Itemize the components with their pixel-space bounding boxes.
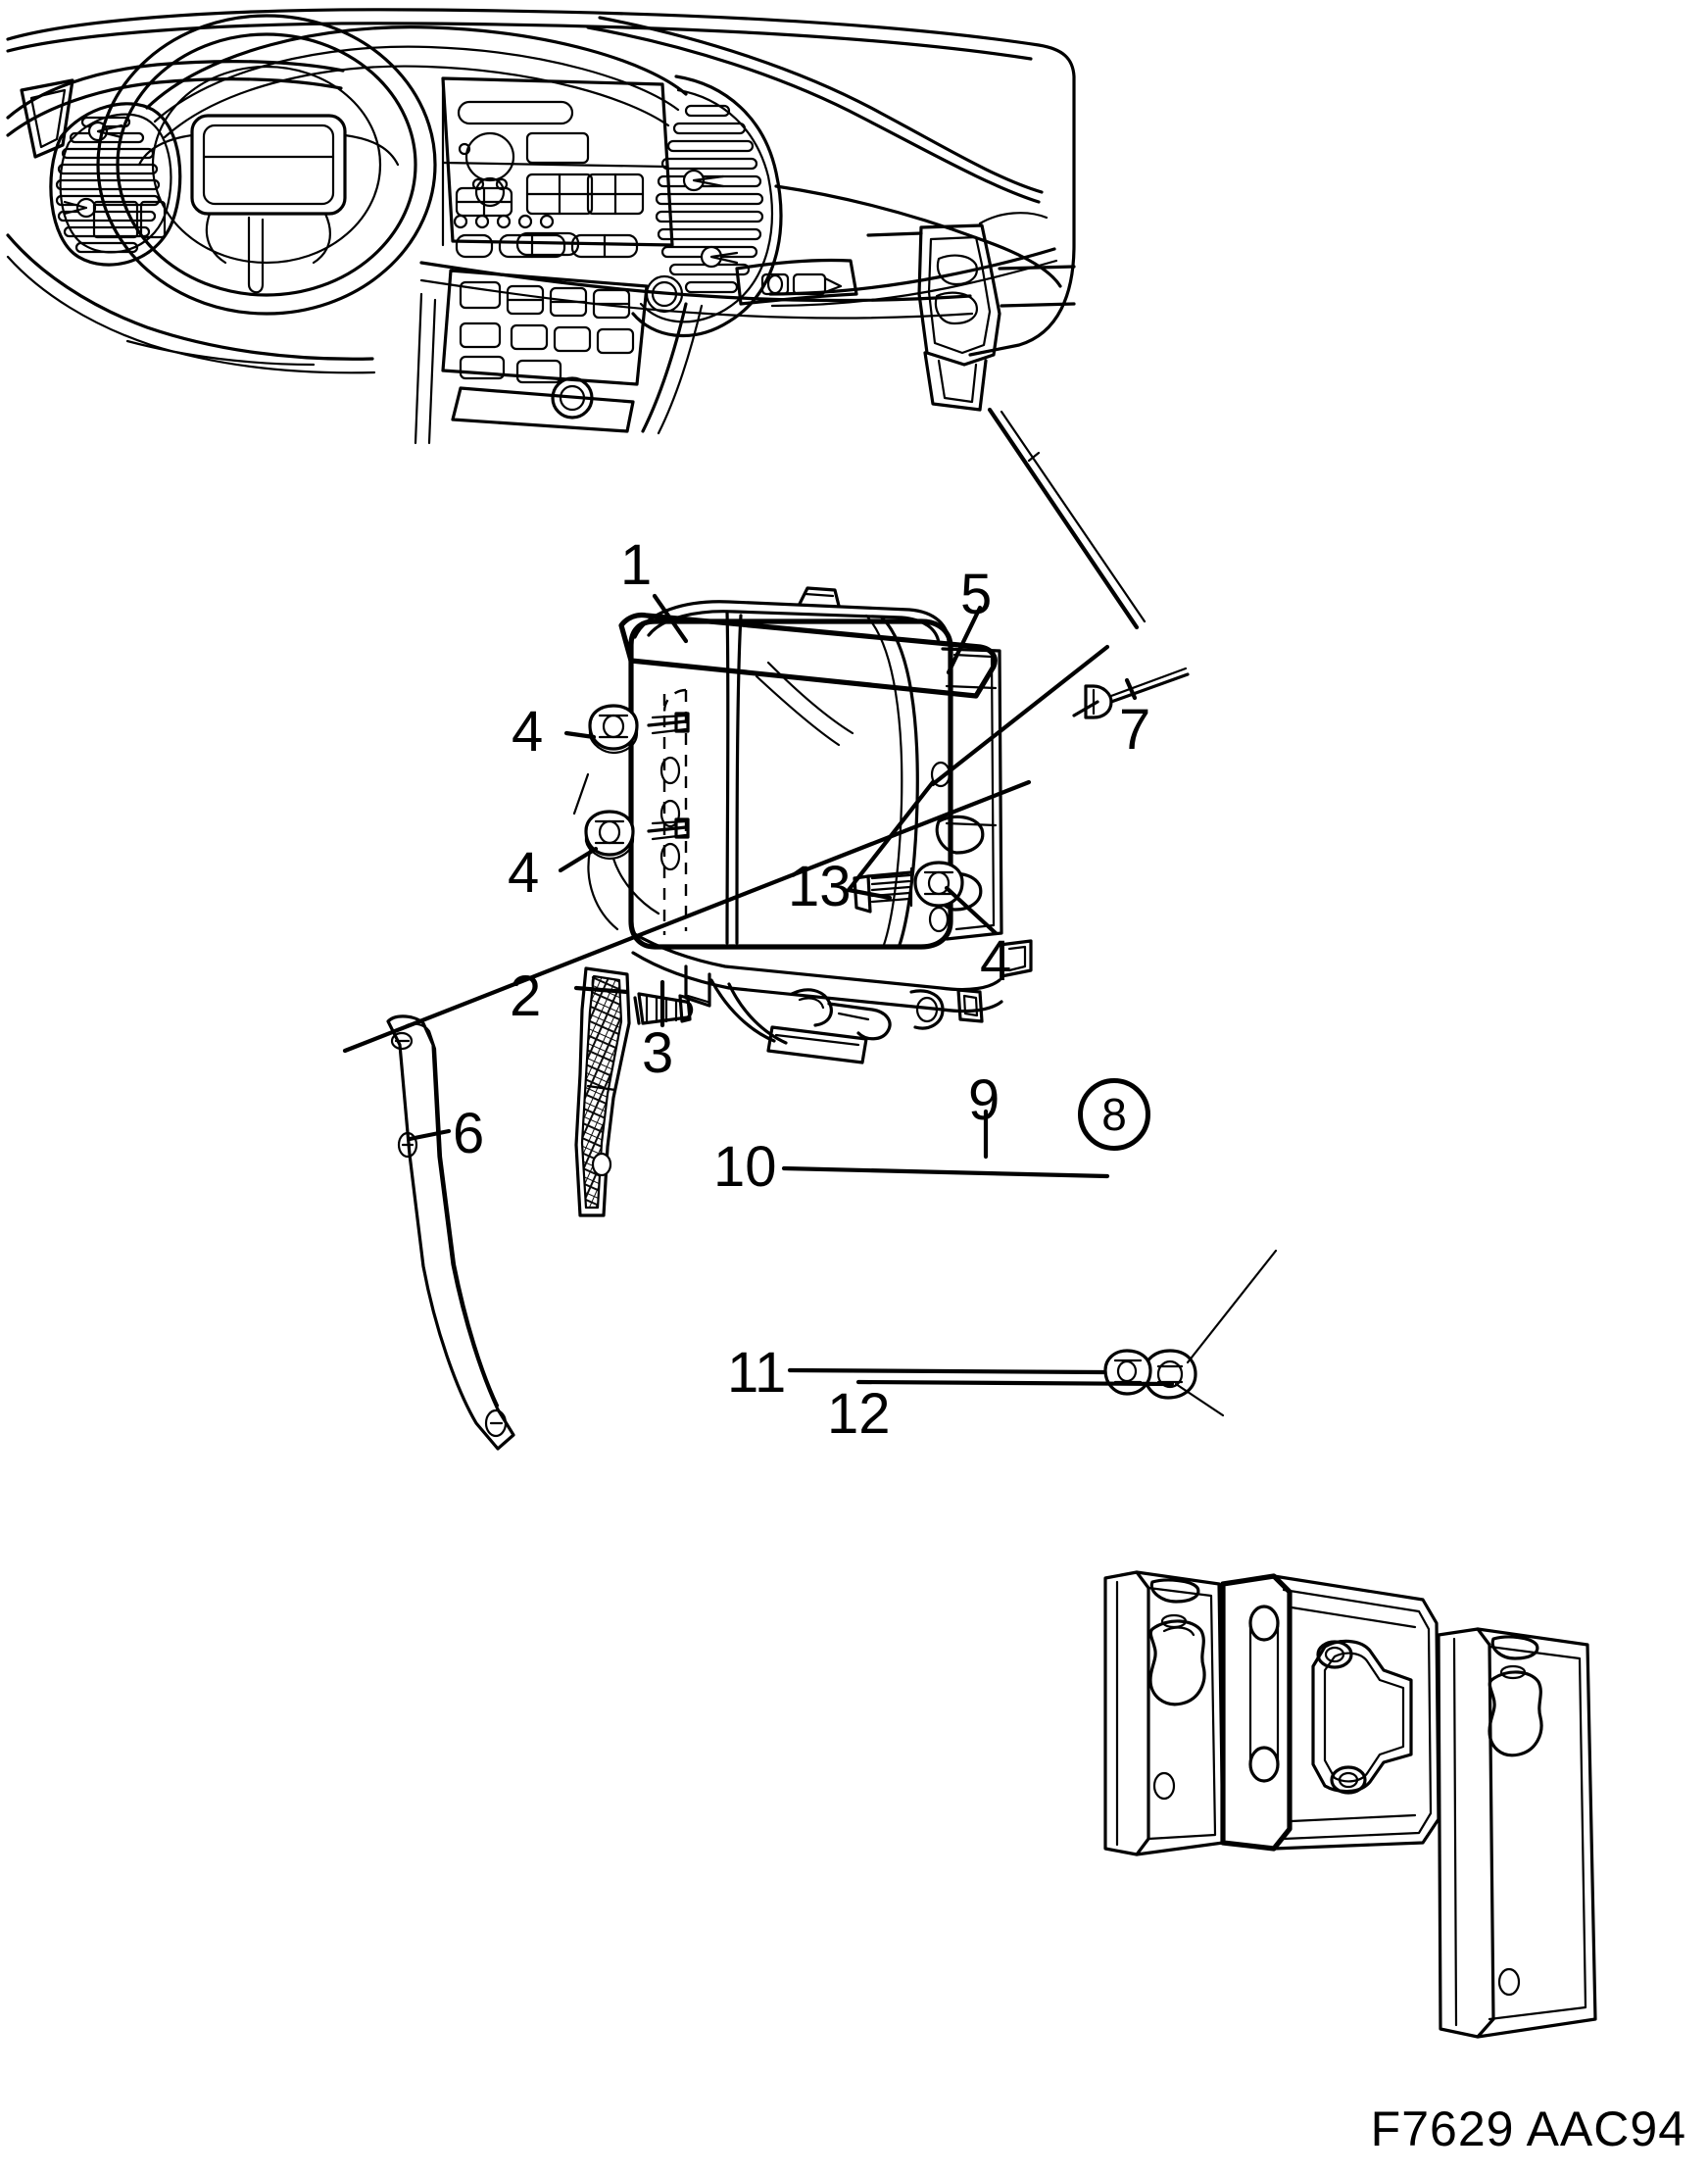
callout-leaders (407, 593, 1175, 1387)
leader-4a (563, 730, 597, 740)
leader-6 (407, 1128, 452, 1142)
callout-4-upper: 4 (512, 700, 544, 764)
right-rail-bracket (1437, 1627, 1597, 2039)
flange-nut-right (913, 861, 964, 908)
nut-and-washer (1103, 1249, 1278, 1417)
glovebox-bracket-stub (917, 223, 1001, 412)
callout-11: 11 (727, 1341, 787, 1405)
lower-switch-panel (441, 269, 649, 386)
leader-10 (781, 1165, 1110, 1179)
leader-4b (558, 846, 599, 873)
support-strut-6 (386, 1014, 515, 1451)
leader-12 (855, 1379, 1175, 1387)
leader-4c (944, 885, 999, 936)
steering-wheel (96, 14, 437, 316)
callout-4-right: 4 (980, 929, 1012, 993)
center-console-stack (441, 76, 674, 259)
left-rail-bracket (1103, 1570, 1225, 1856)
callout-13: 13 (788, 855, 852, 918)
callout-6: 6 (453, 1102, 485, 1165)
leader-2 (573, 985, 630, 995)
guide-pin-rod (1072, 667, 1190, 719)
callout-2: 2 (510, 964, 542, 1028)
clamp-strap (574, 966, 631, 1217)
figure-code: F7629 AAC94 (1370, 2101, 1686, 2156)
leader-13 (846, 887, 893, 901)
bracket-assembly-view (1103, 1249, 1597, 2039)
callout-8: 8 (1078, 1078, 1150, 1151)
leader-7 (1124, 677, 1138, 701)
callout-12: 12 (827, 1382, 891, 1446)
airbag-module-assembly-view (342, 407, 1190, 1451)
leader-13b (846, 779, 936, 893)
callout-10: 10 (713, 1135, 777, 1199)
reinforcement-bracket-9 (1220, 1573, 1440, 1852)
callout-9: 9 (968, 1068, 1000, 1132)
passenger-airbag-cover (735, 258, 858, 306)
callout-1: 1 (620, 533, 653, 597)
leader-5 (946, 605, 983, 675)
airbag-module (618, 586, 1003, 950)
leader-11 (787, 1367, 1106, 1375)
cigarette-lighter (451, 376, 635, 433)
callout-7: 7 (1119, 698, 1151, 762)
screw-3 (633, 992, 694, 1025)
module-studs (647, 712, 690, 841)
flange-nut-upper (588, 704, 639, 755)
dashboard-overview-view (6, 8, 1076, 445)
module-lower-rail (631, 931, 1033, 1064)
callout-5: 5 (960, 563, 993, 626)
leader-1 (652, 593, 689, 644)
callout-4-lower: 4 (508, 841, 540, 905)
flange-nut-lower (584, 810, 635, 861)
callout-3: 3 (642, 1021, 674, 1085)
